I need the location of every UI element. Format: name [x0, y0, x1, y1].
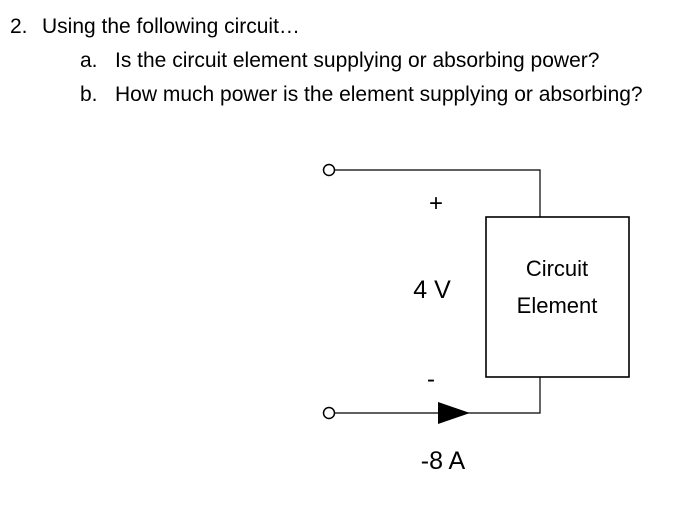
- current-label: -8 A: [421, 447, 466, 475]
- subquestion-text: How much power is the element supplying …: [115, 83, 643, 106]
- voltage-label: 4 V: [413, 276, 451, 304]
- question-prompt: Using the following circuit…: [42, 15, 300, 38]
- subquestion-letter: a.: [80, 49, 98, 72]
- minus-polarity-label: -: [427, 366, 435, 393]
- plus-polarity-label: +: [429, 190, 443, 217]
- element-label-line2: Element: [517, 293, 598, 318]
- top-terminal: [322, 163, 336, 177]
- element-label-line1: Circuit: [526, 256, 588, 281]
- subquestion-text: Is the circuit element supplying or abso…: [115, 49, 600, 72]
- bottom-terminal: [322, 406, 336, 420]
- question-number: 2.: [10, 15, 28, 38]
- top-wire: [335, 169, 541, 217]
- subquestion-letter: b.: [80, 83, 98, 106]
- circuit-element-box: [485, 216, 630, 378]
- current-arrow-icon: [438, 402, 470, 424]
- bottom-wire: [335, 377, 541, 414]
